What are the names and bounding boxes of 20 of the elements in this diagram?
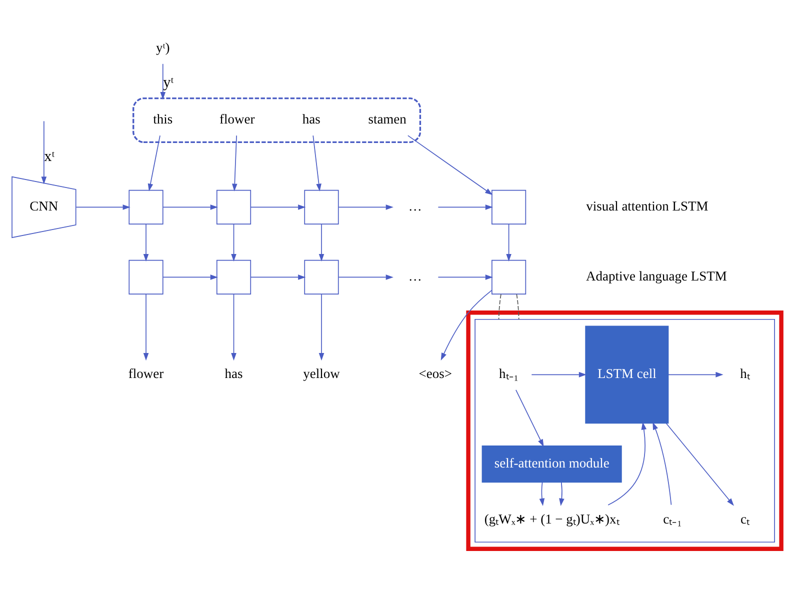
- node-text: …: [408, 198, 422, 214]
- edge-label: yᵗ: [163, 74, 174, 91]
- node-text: …: [408, 268, 422, 284]
- label: visual attention LSTM: [586, 198, 708, 214]
- node-text: <eos>: [418, 366, 452, 381]
- node-text: stamen: [368, 111, 406, 126]
- node-text: yellow: [303, 366, 340, 381]
- node-text: (gₜWₓ∗ + (1 − gₜ)Uₓ∗)xₜ: [484, 511, 620, 526]
- node-text: hₜ₋₁: [499, 366, 519, 381]
- node-text: cₜ₋₁: [663, 511, 682, 526]
- node-text: flower: [220, 111, 255, 126]
- node-text: hₜ: [740, 366, 750, 381]
- node-text: has: [224, 366, 243, 381]
- node-text: has: [302, 111, 320, 126]
- node-text: cₜ: [740, 511, 750, 526]
- edge-label: xᵗ: [44, 148, 55, 166]
- node-text: yᵗ): [156, 40, 170, 55]
- label: Adaptive language LSTM: [586, 268, 727, 284]
- node-text: flower: [128, 366, 164, 381]
- node-text: this: [153, 111, 173, 126]
